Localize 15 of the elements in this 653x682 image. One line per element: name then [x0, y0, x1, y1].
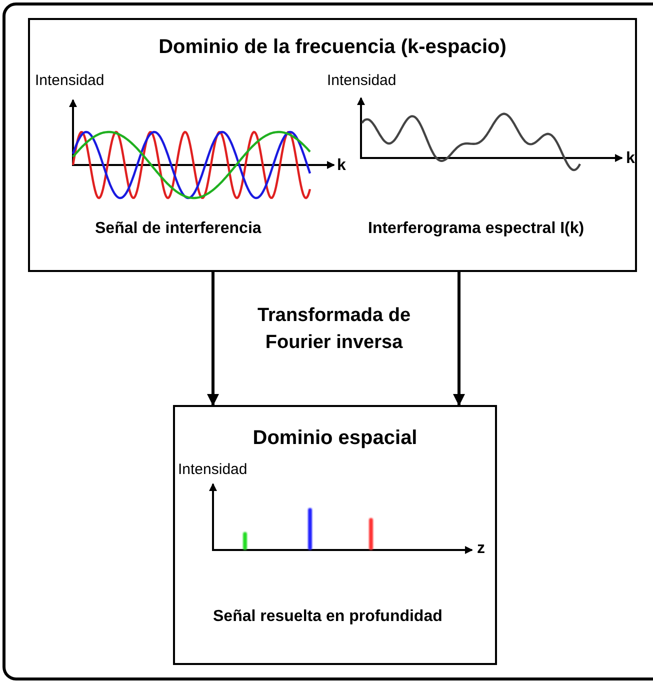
- plot-caption: Señal de interferencia: [95, 220, 262, 238]
- panel-title: Dominio de la frecuencia (k-espacio): [158, 36, 508, 59]
- axis-label: Intensidad: [35, 72, 104, 89]
- axis-label: k: [626, 150, 635, 168]
- plot-caption: Señal resuelta en profundidad: [213, 608, 442, 626]
- axis-label: Intensidad: [178, 461, 248, 478]
- arrow: [207, 272, 219, 406]
- axis-label: k: [337, 157, 346, 175]
- panel: [28, 18, 637, 272]
- axis-label: z: [477, 540, 485, 558]
- arrow: [453, 272, 465, 406]
- panel: [173, 405, 497, 665]
- axis-label: Intensidad: [327, 72, 396, 89]
- plot-caption: Interferograma espectral I(k): [368, 220, 584, 238]
- panel-title: Dominio espacial: [252, 427, 418, 450]
